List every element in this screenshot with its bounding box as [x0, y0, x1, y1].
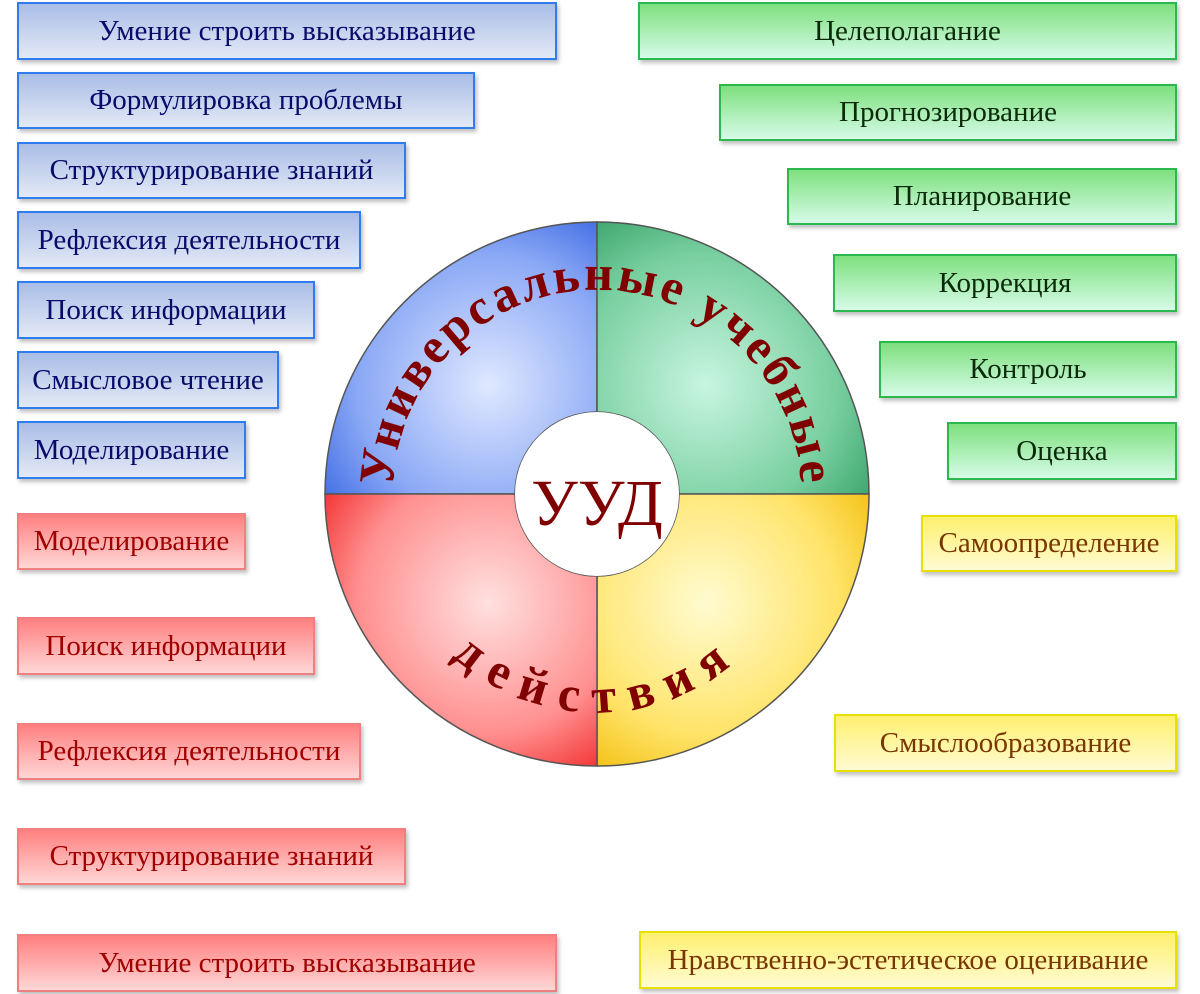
red-item: Моделирование — [17, 513, 246, 570]
blue-item: Смысловое чтение — [17, 351, 279, 409]
blue-item: Формулировка проблемы — [17, 72, 475, 129]
red-item: Рефлексия деятельности — [17, 723, 361, 780]
red-item: Умение строить высказывание — [17, 934, 557, 992]
green-item: Контроль — [879, 341, 1177, 398]
green-item: Оценка — [947, 422, 1177, 480]
red-item: Структурирование знаний — [17, 828, 406, 885]
red-item: Поиск информации — [17, 617, 315, 675]
blue-item: Поиск информации — [17, 281, 315, 339]
green-item: Прогнозирование — [719, 84, 1177, 141]
green-item: Целеполагание — [638, 2, 1177, 60]
yellow-item: Смыслообразование — [834, 714, 1177, 772]
yellow-item: Нравственно-эстетическое оценивание — [639, 931, 1177, 989]
green-item: Планирование — [787, 168, 1177, 225]
blue-item: Структурирование знаний — [17, 142, 406, 199]
center-label: УУД — [531, 467, 663, 540]
blue-item: Рефлексия деятельности — [17, 211, 361, 269]
green-item: Коррекция — [833, 254, 1177, 312]
yellow-item: Самоопределение — [921, 515, 1177, 572]
blue-item: Моделирование — [17, 421, 246, 479]
blue-item: Умение строить высказывание — [17, 2, 557, 60]
